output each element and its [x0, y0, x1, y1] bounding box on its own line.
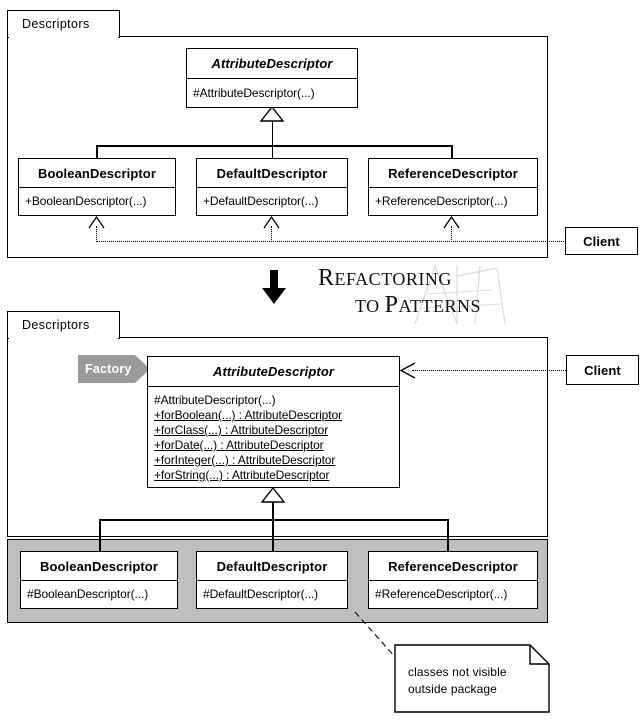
logo-line-1: REFACTORING — [318, 265, 452, 291]
note-anchor-line — [354, 611, 397, 659]
after-generalization-stem — [272, 501, 274, 522]
before-class-booleandescriptor[interactable]: BooleanDescriptor +BooleanDescriptor(...… — [18, 158, 176, 216]
before-generalization-branch-mid — [271, 145, 274, 159]
before-class-defaultdescriptor-name: DefaultDescriptor — [197, 159, 347, 189]
after-class-defaultdescriptor-operations: #DefaultDescriptor(...) — [197, 581, 347, 608]
operation-static: +forClass(...) : AttributeDescriptor — [154, 422, 329, 437]
after-class-defaultdescriptor-name: DefaultDescriptor — [197, 552, 347, 582]
after-class-defaultdescriptor[interactable]: DefaultDescriptor #DefaultDescriptor(...… — [196, 551, 348, 609]
after-class-booleandescriptor[interactable]: BooleanDescriptor #BooleanDescriptor(...… — [20, 551, 178, 609]
after-class-booleandescriptor-operations: #BooleanDescriptor(...) — [21, 581, 177, 608]
before-dependency-bus — [96, 241, 566, 242]
after-generalization-branch-left — [99, 519, 101, 552]
after-class-referencedescriptor-operations: #ReferenceDescriptor(...) — [369, 581, 537, 608]
before-class-referencedescriptor-operations: +ReferenceDescriptor(...) — [369, 188, 537, 215]
after-class-referencedescriptor[interactable]: ReferenceDescriptor #ReferenceDescriptor… — [368, 551, 538, 609]
note-line-1: classes not visible — [408, 665, 507, 679]
before-class-booleandescriptor-name: BooleanDescriptor — [19, 159, 175, 189]
before-class-attributedescriptor-name: AttributeDescriptor — [187, 49, 357, 80]
operation-static: +forString(...) : AttributeDescriptor — [154, 467, 330, 482]
factory-stereotype-label: Factory — [78, 355, 145, 383]
factory-stereotype-shape — [78, 355, 150, 383]
before-package-tab: Descriptors — [7, 10, 120, 38]
note-shape — [394, 644, 550, 713]
before-generalization-crossbar — [96, 145, 452, 147]
before-class-defaultdescriptor-operations: +DefaultDescriptor(...) — [197, 188, 347, 215]
before-dependency-arrowhead-right-icon — [443, 215, 460, 229]
before-dependency-riser-right — [451, 226, 452, 242]
logo-watermark — [414, 264, 506, 325]
before-dependency-riser-mid — [271, 226, 272, 242]
after-class-attributedescriptor-name: AttributeDescriptor — [148, 357, 399, 387]
before-class-referencedescriptor[interactable]: ReferenceDescriptor +ReferenceDescriptor… — [368, 158, 538, 216]
factory-stereotype-text: Factory — [85, 362, 132, 376]
after-dependency-arrowhead-icon — [399, 362, 416, 379]
before-class-client[interactable]: Client — [565, 227, 638, 255]
after-generalization-triangle-icon — [260, 486, 286, 503]
before-class-client-name: Client — [583, 233, 620, 249]
note-line-2: outside package — [408, 682, 497, 696]
before-dependency-riser-left — [96, 226, 97, 242]
after-class-attributedescriptor[interactable]: AttributeDescriptor #AttributeDescriptor… — [147, 356, 400, 488]
after-class-booleandescriptor-name: BooleanDescriptor — [21, 552, 177, 582]
after-class-attributedescriptor-operations: #AttributeDescriptor(...) +forBoolean(..… — [148, 387, 399, 487]
operation: #AttributeDescriptor(...) — [193, 85, 315, 100]
operation-static: +forBoolean(...) : AttributeDescriptor — [154, 407, 342, 422]
after-package-tab: Descriptors — [7, 311, 120, 339]
before-class-referencedescriptor-name: ReferenceDescriptor — [369, 159, 537, 189]
operation: +ReferenceDescriptor(...) — [375, 194, 508, 209]
after-class-client[interactable]: Client — [566, 355, 639, 385]
before-package-tab-seam — [9, 36, 118, 38]
after-package-tab-seam — [9, 337, 118, 339]
after-package-label: Descriptors — [22, 318, 90, 332]
operation: #DefaultDescriptor(...) — [203, 587, 319, 602]
before-generalization-triangle-icon — [259, 105, 285, 122]
note-body: classes not visible outside package — [408, 664, 543, 698]
operation-static: +forDate(...) : AttributeDescriptor — [154, 437, 324, 452]
operation: #ReferenceDescriptor(...) — [375, 587, 508, 602]
before-generalization-branch-left — [96, 145, 98, 159]
before-dependency-arrowhead-mid-icon — [263, 215, 280, 229]
before-package-label: Descriptors — [22, 17, 90, 31]
operation: #AttributeDescriptor(...) — [154, 392, 276, 407]
before-class-attributedescriptor[interactable]: AttributeDescriptor #AttributeDescriptor… — [186, 48, 358, 108]
operation: +BooleanDescriptor(...) — [25, 194, 147, 209]
before-dependency-arrowhead-left-icon — [88, 215, 105, 229]
after-class-client-name: Client — [584, 362, 621, 378]
refactoring-to-patterns-logo: REFACTORING TO PATTERNS — [318, 266, 518, 320]
logo-line-2: TO PATTERNS — [354, 292, 482, 318]
after-generalization-branch-mid — [272, 519, 274, 552]
before-class-defaultdescriptor[interactable]: DefaultDescriptor +DefaultDescriptor(...… — [196, 158, 348, 216]
operation: +DefaultDescriptor(...) — [203, 194, 319, 209]
before-class-booleandescriptor-operations: +BooleanDescriptor(...) — [19, 188, 175, 215]
after-class-referencedescriptor-name: ReferenceDescriptor — [369, 552, 537, 582]
before-generalization-branch-right — [451, 145, 453, 159]
after-generalization-branch-right — [447, 519, 449, 552]
before-class-attributedescriptor-operations: #AttributeDescriptor(...) — [187, 79, 357, 107]
after-dependency-line — [412, 370, 566, 371]
transform-down-arrow-icon — [262, 270, 286, 304]
before-generalization-stem — [271, 121, 274, 146]
operation: #BooleanDescriptor(...) — [27, 587, 149, 602]
operation-static: +forInteger(...) : AttributeDescriptor — [154, 452, 336, 467]
